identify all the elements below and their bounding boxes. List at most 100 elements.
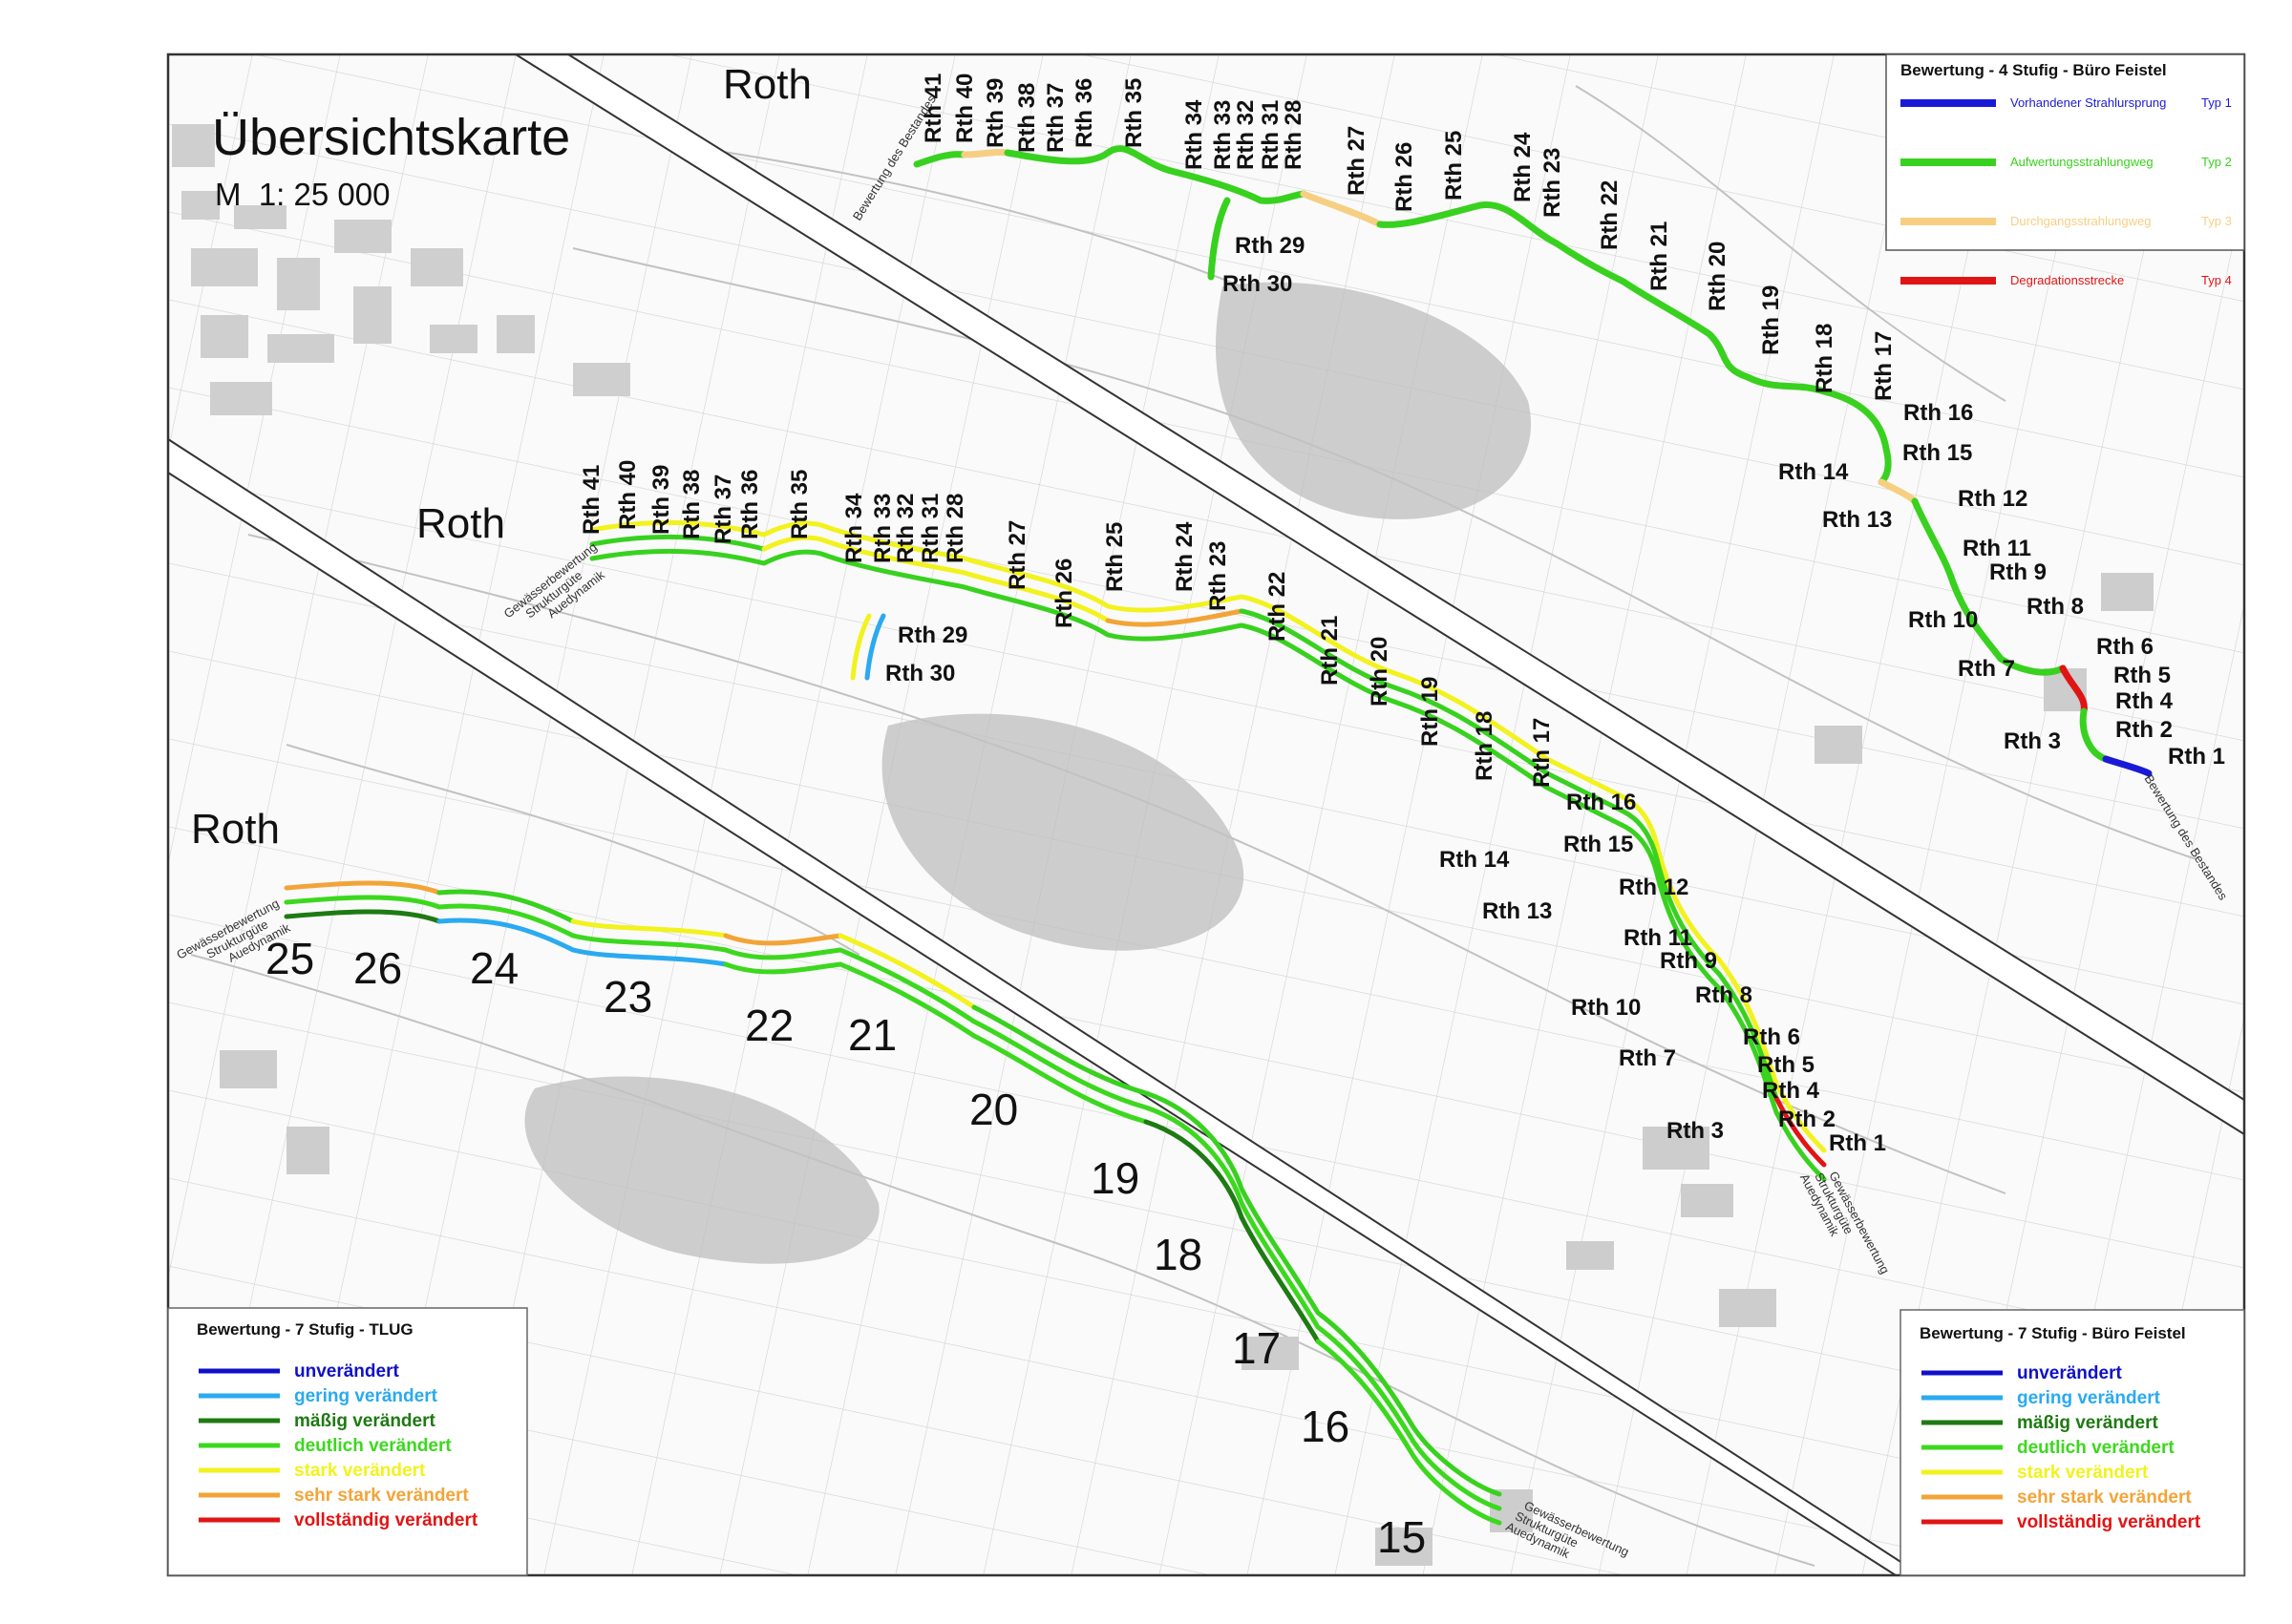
- middle-label-rth-8: Rth 8: [1695, 982, 1752, 1008]
- middle-label-rth-15: Rth 15: [1563, 832, 1633, 857]
- legend4-label-3: Durchgangsstrahlungweg: [2010, 214, 2151, 228]
- top-label-rth-3: Rth 3: [2004, 728, 2061, 754]
- legend-tlug-label-deutlich-ver-ndert: deutlich verändert: [294, 1436, 452, 1456]
- top-label-rth-40: Rth 40: [952, 74, 978, 143]
- legend4-type-1: Typ 1: [2201, 95, 2232, 110]
- middle-label-rth-24: Rth 24: [1172, 521, 1198, 592]
- bottom-segment-24: 24: [470, 943, 519, 993]
- top-label-rth-23: Rth 23: [1539, 148, 1565, 218]
- bottom-segment-21: 21: [848, 1010, 897, 1060]
- top-label-rth-38: Rth 38: [1014, 83, 1040, 153]
- bottom-segment-25: 25: [265, 934, 314, 983]
- top-label-rth-34: Rth 34: [1181, 99, 1207, 170]
- top-label-rth-8: Rth 8: [2027, 594, 2084, 620]
- middle-label-rth-16: Rth 16: [1566, 790, 1636, 815]
- top-label-rth-2: Rth 2: [2115, 717, 2173, 743]
- middle-label-rth-27: Rth 27: [1005, 520, 1030, 590]
- legend-feistel-label-gering-ver-ndert: gering verändert: [2017, 1388, 2161, 1408]
- legend-tlug-label-sehr-stark-ver-ndert: sehr stark verändert: [294, 1486, 469, 1506]
- middle-label-rth-41: Rth 41: [579, 465, 605, 535]
- middle-label-rth-10: Rth 10: [1571, 995, 1641, 1021]
- middle-label-rth-38: Rth 38: [679, 470, 705, 539]
- middle-label-rth-22: Rth 22: [1264, 572, 1290, 642]
- middle-label-rth-31: Rth 31: [918, 494, 944, 563]
- top-label-rth-19: Rth 19: [1758, 285, 1784, 355]
- middle-label-rth-2: Rth 2: [1778, 1107, 1836, 1132]
- middle-label-rth-1: Rth 1: [1829, 1130, 1886, 1156]
- bottom-segment-20: 20: [969, 1085, 1018, 1134]
- middle-label-rth-37: Rth 37: [711, 475, 736, 544]
- top-label-rth-13: Rth 13: [1822, 507, 1892, 533]
- middle-label-rth-30: Rth 30: [885, 661, 955, 686]
- top-label-rth-22: Rth 22: [1597, 180, 1623, 250]
- legend-4stufig-title: Bewertung - 4 Stufig - Büro Feistel: [1900, 61, 2167, 79]
- middle-label-rth-11: Rth 11: [1624, 925, 1692, 951]
- top-label-rth-7: Rth 7: [1958, 656, 2015, 682]
- middle-label-rth-34: Rth 34: [841, 493, 867, 563]
- top-label-rth-11: Rth 11: [1963, 536, 2031, 561]
- top-label-rth-14: Rth 14: [1778, 459, 1849, 485]
- middle-label-rth-9: Rth 9: [1660, 948, 1717, 974]
- top-place-label: Roth: [723, 61, 812, 108]
- middle-label-rth-36: Rth 36: [737, 470, 763, 539]
- legend-tlug-label-unver-ndert: unverändert: [294, 1361, 399, 1381]
- legend4-type-4: Typ 4: [2201, 273, 2232, 287]
- middle-label-rth-17: Rth 17: [1529, 718, 1555, 788]
- middle-label-rth-12: Rth 12: [1619, 875, 1688, 900]
- bottom-segment-26: 26: [353, 943, 402, 993]
- top-label-rth-25: Rth 25: [1441, 131, 1467, 200]
- legend-tlug-label-m-ig-ver-ndert: mäßig verändert: [294, 1411, 435, 1431]
- legend-feistel-label-vollst-ndig-ver-ndert: vollständig verändert: [2017, 1512, 2201, 1532]
- top-label-rth-10: Rth 10: [1908, 607, 1978, 633]
- legend-feistel-label-m-ig-ver-ndert: mäßig verändert: [2017, 1413, 2158, 1433]
- middle-label-rth-20: Rth 20: [1367, 637, 1392, 707]
- legend4-type-3: Typ 3: [2201, 214, 2232, 228]
- top-label-rth-30: Rth 30: [1222, 271, 1292, 297]
- top-label-rth-24: Rth 24: [1510, 132, 1536, 202]
- legend-tlug-label-vollst-ndig-ver-ndert: vollständig verändert: [294, 1510, 478, 1530]
- legend-tlug-label-stark-ver-ndert: stark verändert: [294, 1461, 426, 1481]
- middle-label-rth-13: Rth 13: [1482, 898, 1552, 924]
- top-label-rth-39: Rth 39: [983, 78, 1008, 148]
- legend-7-tlug: Bewertung - 7 Stufig - TLUG unverändert g…: [167, 1307, 528, 1576]
- middle-label-rth-6: Rth 6: [1743, 1024, 1800, 1050]
- legend-feistel-label-deutlich-ver-ndert: deutlich verändert: [2017, 1438, 2175, 1458]
- panel-separators: [167, 53, 2245, 1576]
- middle-label-rth-5: Rth 5: [1757, 1052, 1814, 1078]
- middle-label-rth-3: Rth 3: [1666, 1118, 1724, 1144]
- middle-label-rth-4: Rth 4: [1762, 1078, 1820, 1104]
- legend-feistel-label-stark-ver-ndert: stark verändert: [2017, 1463, 2149, 1483]
- top-label-rth-4: Rth 4: [2115, 688, 2174, 714]
- middle-label-rth-29: Rth 29: [898, 622, 967, 648]
- top-label-rth-33: Rth 33: [1210, 100, 1236, 170]
- bottom-segment-16: 16: [1301, 1402, 1349, 1451]
- top-label-rth-26: Rth 26: [1391, 142, 1417, 212]
- legend-feistel-label-unver-ndert: unverändert: [2017, 1363, 2122, 1383]
- legend4-label-2: Aufwertungsstrahlungweg: [2010, 155, 2154, 169]
- top-label-rth-21: Rth 21: [1646, 221, 1672, 291]
- middle-label-rth-32: Rth 32: [893, 494, 919, 563]
- middle-label-rth-23: Rth 23: [1205, 541, 1231, 611]
- legend-7-feistel: Bewertung - 7 Stufig - Büro Feistel unve…: [1899, 1309, 2245, 1576]
- middle-label-rth-7: Rth 7: [1619, 1045, 1676, 1071]
- top-label-rth-20: Rth 20: [1705, 242, 1730, 311]
- middle-label-rth-18: Rth 18: [1472, 711, 1497, 781]
- top-label-rth-5: Rth 5: [2113, 663, 2171, 688]
- top-label-rth-1: Rth 1: [2168, 744, 2225, 770]
- top-label-rth-41: Rth 41: [921, 74, 946, 143]
- map-title: Übersichtskarte: [212, 109, 570, 166]
- legend-tlug-label-gering-ver-ndert: gering verändert: [294, 1386, 438, 1406]
- middle-label-rth-33: Rth 33: [870, 494, 896, 563]
- top-label-rth-9: Rth 9: [1989, 559, 2047, 585]
- map-scale: M 1: 25 000: [215, 177, 390, 212]
- middle-label-rth-39: Rth 39: [648, 465, 674, 535]
- top-label-rth-28: Rth 28: [1281, 100, 1306, 170]
- legend-tlug-title: Bewertung - 7 Stufig - TLUG: [197, 1320, 414, 1339]
- legend-feistel-title: Bewertung - 7 Stufig - Büro Feistel: [1920, 1324, 2186, 1342]
- middle-label-rth-35: Rth 35: [787, 470, 813, 539]
- top-label-rth-31: Rth 31: [1258, 100, 1284, 170]
- legend4-label-4: Degradationsstrecke: [2010, 273, 2124, 287]
